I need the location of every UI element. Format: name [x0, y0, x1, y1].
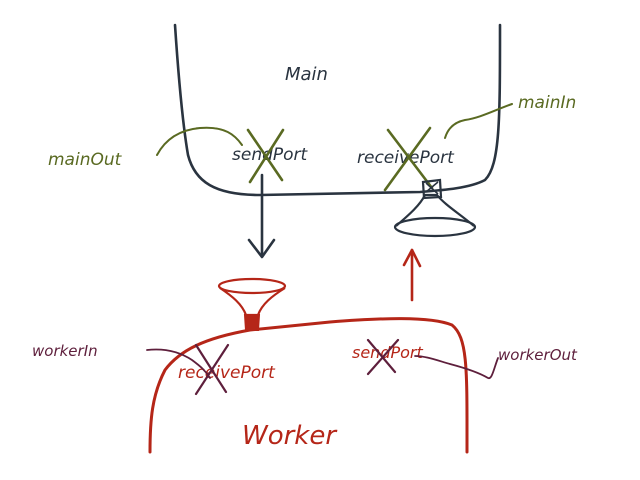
main-funnel-body: [395, 193, 475, 227]
worker-title: Worker: [242, 421, 338, 451]
main-send-port-label: sendPort: [232, 145, 309, 165]
main-receive-port-strike: [383, 126, 434, 192]
worker-out-connector: [414, 355, 499, 380]
main-in-label: mainIn: [518, 93, 576, 113]
main-receive-port-label: receivePort: [357, 148, 455, 168]
main-isolate-boundary: [173, 23, 502, 197]
worker-funnel-icon: [217, 277, 287, 331]
main-send-port-strike: [246, 128, 285, 184]
worker-in-label: workerIn: [32, 342, 98, 360]
main-title: Main: [285, 64, 328, 85]
main-out-connector: [156, 126, 243, 156]
main-isolate: Main sendPort receivePort mainOut mainIn: [48, 23, 576, 259]
worker-funnel-neck: [243, 314, 261, 331]
main-funnel-neck-mark: [425, 181, 439, 195]
worker-send-port-strike: [366, 338, 400, 376]
worker-receive-port-strike: [194, 343, 230, 396]
worker-out-label: workerOut: [498, 346, 578, 364]
main-funnel-neck: [421, 178, 443, 200]
worker-funnel-rim: [217, 277, 287, 295]
main-funnel-icon: [393, 178, 477, 238]
main-funnel-rim: [393, 216, 477, 238]
worker-to-main-arrow: [402, 248, 422, 302]
main-out-label: mainOut: [48, 150, 123, 170]
main-in-connector: [444, 103, 513, 139]
worker-isolate-boundary: [148, 317, 469, 454]
worker-isolate: Worker receivePort sendPort workerIn wor…: [32, 248, 578, 454]
main-to-worker-arrow: [247, 173, 276, 259]
worker-receive-port-label: receivePort: [178, 363, 276, 383]
worker-in-connector: [146, 348, 211, 379]
